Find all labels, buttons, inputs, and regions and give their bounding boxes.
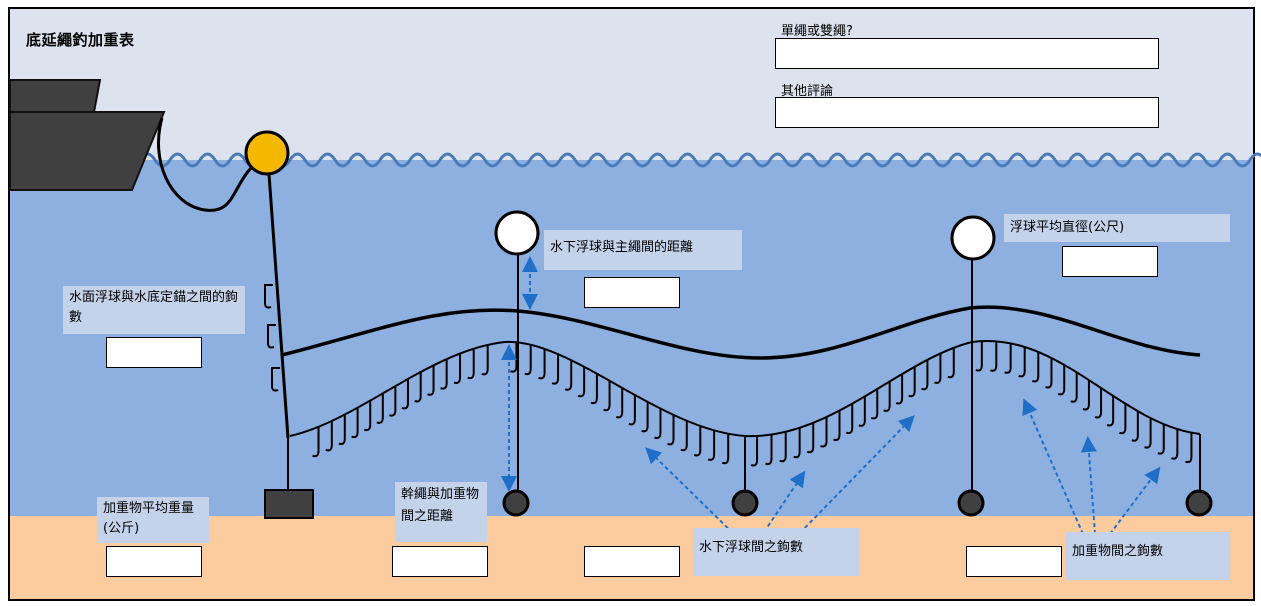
- hook: [870, 388, 879, 420]
- hook: [750, 436, 759, 467]
- hook: [667, 414, 675, 446]
- outer-frame: [8, 7, 1255, 601]
- float-mainline-distance-input[interactable]: [584, 277, 680, 308]
- hook: [564, 360, 573, 391]
- hook: [641, 401, 649, 433]
- hook: [590, 373, 598, 405]
- hook: [1018, 346, 1026, 378]
- hook: [577, 366, 586, 398]
- hook: [551, 354, 560, 385]
- branchline-weight-distance-input[interactable]: [392, 546, 488, 577]
- hook: [779, 431, 787, 463]
- hook: [806, 422, 815, 454]
- hook: [401, 378, 409, 410]
- hooks-surface-anchor-label: 水面浮球與水底定錨之間的鉤數: [63, 286, 245, 334]
- hook: [765, 434, 773, 466]
- hook: [312, 426, 320, 458]
- hook: [538, 348, 546, 380]
- hook: [325, 420, 333, 452]
- hook: [895, 374, 904, 405]
- hook: [721, 433, 730, 465]
- hook: [1144, 418, 1152, 449]
- hook: [481, 344, 489, 376]
- hook: [351, 407, 359, 439]
- hook: [1106, 395, 1115, 427]
- hook: [1131, 411, 1139, 442]
- float-diameter-input[interactable]: [1062, 246, 1158, 277]
- hook: [1070, 372, 1078, 403]
- hook: [1119, 403, 1127, 435]
- hook: [858, 396, 866, 427]
- buoy-line: [157, 117, 269, 212]
- single-or-double-input[interactable]: [775, 38, 1159, 69]
- hook: [440, 359, 448, 390]
- hook: [908, 366, 916, 398]
- hook: [1082, 380, 1090, 411]
- hook: [524, 344, 532, 376]
- float-mainline-distance-label: 水下浮球與主繩間的距離: [544, 230, 742, 270]
- hook: [989, 341, 998, 372]
- hook: [883, 381, 891, 412]
- hook: [414, 371, 422, 403]
- hook: [467, 348, 475, 380]
- hook: [845, 403, 854, 435]
- hook: [338, 414, 346, 445]
- weight-avg-input[interactable]: [106, 546, 202, 577]
- page-title: 底延繩釣加重表: [26, 31, 135, 49]
- hook: [615, 387, 624, 419]
- hooks-between-weights-input[interactable]: [966, 546, 1062, 577]
- hook: [934, 353, 942, 384]
- other-comments-label: 其他評論: [781, 84, 834, 99]
- hook: [833, 410, 841, 441]
- subsurface-float-1: [494, 210, 540, 256]
- hooks-between-floats-label: 水下浮球間之鉤數: [693, 528, 859, 576]
- hook: [921, 359, 929, 391]
- fishing-boat-icon: [9, 79, 166, 191]
- branchline-hooks: [312, 341, 1193, 467]
- hooks-between-weights-label: 加重物間之鉤數: [1066, 532, 1230, 580]
- hook: [1094, 388, 1103, 419]
- hook: [427, 365, 435, 396]
- weight-avg-label: 加重物平均重量(公斤): [97, 497, 209, 543]
- float-diameter-label: 浮球平均直徑(公尺): [1004, 214, 1230, 242]
- sinker-weights: [502, 489, 1213, 517]
- hook: [1045, 358, 1053, 389]
- hook: [1185, 432, 1193, 464]
- hook: [654, 408, 662, 440]
- hook: [376, 393, 384, 424]
- hook: [1004, 343, 1012, 374]
- hooks-surface-anchor-input[interactable]: [106, 337, 202, 368]
- sea-surface-wave: [138, 152, 1261, 168]
- hooks-between-floats-input[interactable]: [584, 546, 680, 577]
- subsurface-float-2: [950, 215, 996, 261]
- anchor-weight: [264, 489, 314, 519]
- hook: [975, 341, 983, 372]
- hook: [1031, 351, 1040, 383]
- hook: [1157, 424, 1165, 455]
- hook: [628, 394, 636, 426]
- hook: [820, 416, 828, 448]
- hook: [603, 380, 611, 412]
- hook: [693, 426, 702, 457]
- hook: [793, 427, 801, 459]
- branchline-weight-distance-label: 幹繩與加重物間之距離: [395, 482, 487, 542]
- other-comments-input[interactable]: [775, 97, 1159, 128]
- main-line: [281, 305, 1201, 360]
- measurement-arrows: [501, 256, 1161, 539]
- hook: [453, 353, 462, 384]
- hook: [707, 430, 716, 461]
- anchor-line: [266, 159, 290, 439]
- hook: [1057, 364, 1066, 396]
- hook: [363, 400, 372, 432]
- hook: [947, 347, 955, 379]
- hook: [1171, 429, 1179, 460]
- hook: [680, 420, 688, 452]
- hook: [389, 386, 397, 417]
- surface-buoy: [244, 130, 290, 176]
- anchor-line-hooks: [264, 284, 280, 392]
- single-or-double-label: 單繩或雙繩?: [781, 24, 853, 39]
